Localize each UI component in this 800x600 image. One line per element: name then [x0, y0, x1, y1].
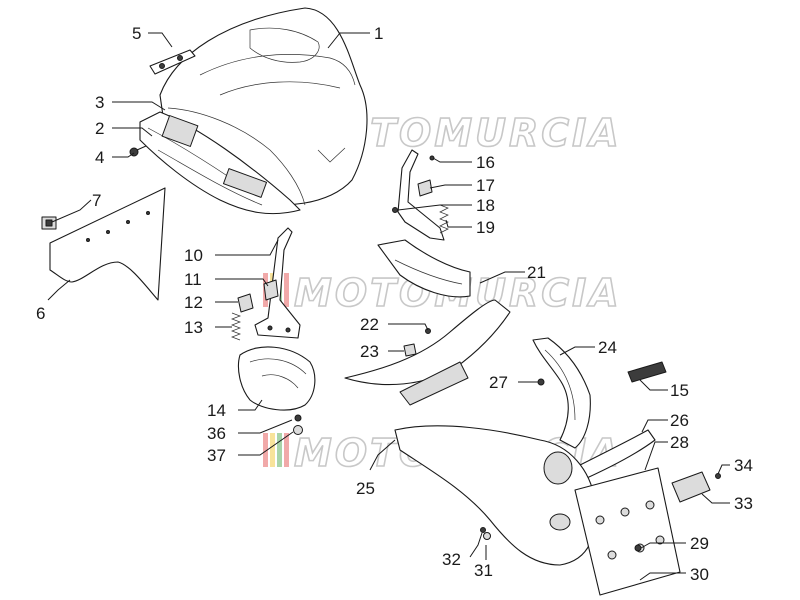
part-2-3-frame-tray	[139, 111, 301, 215]
part-21-duct	[377, 239, 471, 298]
part-28-30-plate-holder	[574, 467, 681, 596]
part-31-32-nuts	[480, 527, 491, 540]
callout-5: 5	[132, 24, 141, 43]
watermark-flag	[284, 273, 289, 307]
callout-labels: 1 2 3 4 5 6 7 10 11 12 13 14 15 16 17 18…	[36, 24, 753, 584]
watermark-flag	[263, 433, 268, 467]
callout-37: 37	[207, 446, 226, 465]
callout-15: 15	[670, 381, 689, 400]
watermark-flag	[284, 433, 289, 467]
callout-32: 32	[442, 550, 461, 569]
callout-12: 12	[184, 293, 203, 312]
part-22-23-front-panel	[344, 299, 511, 406]
callout-28: 28	[670, 433, 689, 452]
part-26-bar	[569, 429, 656, 483]
callout-18: 18	[476, 196, 495, 215]
callout-23: 23	[360, 342, 379, 361]
callout-34: 34	[734, 456, 753, 475]
callout-1: 1	[374, 24, 383, 43]
callout-6: 6	[36, 304, 45, 323]
callout-16: 16	[476, 153, 495, 172]
part-16-19-hinge	[392, 149, 449, 241]
callout-19: 19	[476, 218, 495, 237]
part-33-34-light	[671, 471, 721, 503]
part-6-panel	[49, 187, 166, 301]
part-10-11-bracket-assembly	[254, 227, 301, 339]
part-12-clip	[237, 293, 254, 313]
callout-31: 31	[474, 561, 493, 580]
part-27-screw	[537, 378, 545, 386]
callout-24: 24	[598, 338, 617, 357]
callout-27: 27	[489, 373, 508, 392]
callout-36: 36	[207, 424, 226, 443]
callout-2: 2	[95, 119, 104, 138]
callout-14: 14	[207, 401, 226, 420]
callout-26: 26	[670, 411, 689, 430]
callout-11: 11	[184, 270, 202, 289]
callout-25: 25	[356, 479, 375, 498]
callout-4: 4	[95, 148, 104, 167]
callout-22: 22	[360, 315, 379, 334]
part-24-side-cover	[532, 337, 591, 449]
callout-3: 3	[95, 93, 104, 112]
part-13-spring	[231, 312, 241, 341]
part-14-lower-cover	[237, 346, 316, 411]
callout-33: 33	[734, 494, 753, 513]
callout-29: 29	[690, 534, 709, 553]
part-25-rear-fender	[394, 425, 597, 566]
watermark-flag	[270, 433, 275, 467]
part-36-37-fasteners	[293, 414, 303, 435]
callout-17: 17	[476, 176, 495, 195]
callout-7: 7	[92, 191, 101, 210]
part-29-bolt	[634, 544, 642, 552]
leader-lines	[47, 32, 730, 581]
callout-30: 30	[690, 565, 709, 584]
callout-10: 10	[184, 246, 203, 265]
part-5-bracket	[149, 49, 196, 75]
callout-13: 13	[184, 318, 203, 337]
part-7-clip	[41, 216, 57, 230]
part-15-reflector	[627, 361, 667, 383]
callout-21: 21	[527, 263, 546, 282]
watermark-flag	[277, 433, 282, 467]
